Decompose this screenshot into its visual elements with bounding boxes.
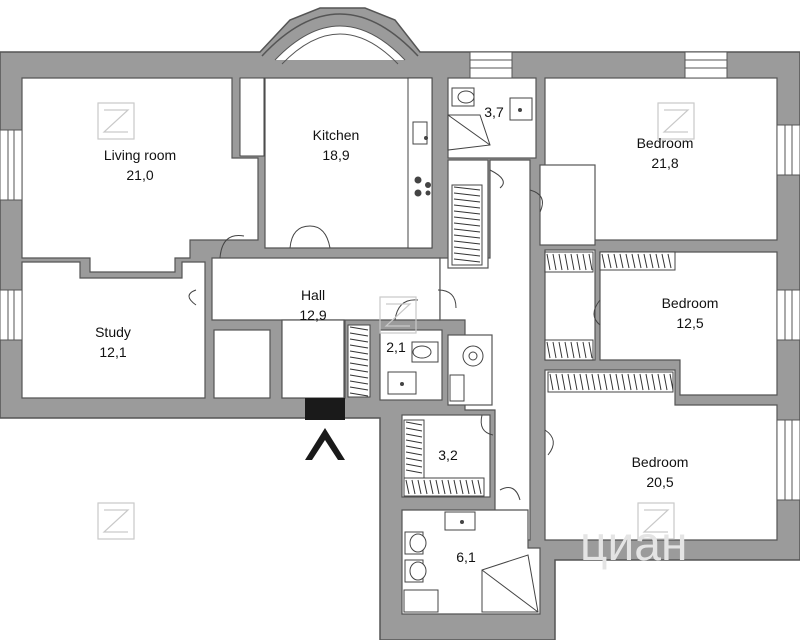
logo-watermark-icon [97, 502, 135, 540]
kitchen-fixtures [239, 77, 433, 249]
kitchen-floor [264, 77, 433, 249]
bedroom-bottom-area: 20,5 [646, 474, 673, 490]
logo-watermark-icon [379, 296, 417, 334]
study-floor [21, 261, 206, 399]
bathtub-icon [403, 589, 439, 613]
living-room-name: Living room [104, 147, 176, 163]
kitchen-name: Kitchen [313, 127, 360, 143]
hall-name: Hall [301, 287, 325, 303]
wardrobe-hall [347, 324, 371, 398]
study-area: 12,1 [99, 344, 126, 360]
bay-window [261, 13, 419, 65]
bath-bottom-fixtures [403, 511, 539, 613]
kitchen-sink-icon [412, 121, 428, 145]
wc-small-fixtures [387, 341, 484, 402]
hall-corridor-floor [281, 319, 345, 399]
bedroom-mid-area: 12,5 [676, 315, 703, 331]
stove-icon [414, 176, 431, 197]
bedroom-top-pocket [539, 164, 596, 246]
room-labels: Living room 21,0 Kitchen 18,9 Study 12,1… [95, 104, 718, 565]
bath-bottom-area: 6,1 [456, 549, 476, 565]
bedroom-bottom-name: Bedroom [632, 454, 689, 470]
storage-floor [213, 329, 271, 399]
watermark: циан [97, 102, 695, 571]
kitchen-area: 18,9 [322, 147, 349, 163]
entrance-arrow-icon [305, 428, 345, 460]
wc-small-area: 2,1 [386, 339, 406, 355]
wardrobes [347, 184, 676, 497]
bedroom-bottom-floor [544, 369, 778, 541]
bedroom-top-name: Bedroom [637, 135, 694, 151]
hall-area: 12,9 [299, 307, 326, 323]
entrance [305, 398, 345, 460]
logo-watermark-icon [97, 102, 135, 140]
living-room-area: 21,0 [126, 167, 153, 183]
entrance-door [305, 398, 345, 420]
study-name: Study [95, 324, 131, 340]
bath-top-fixtures [447, 87, 533, 151]
bath-top-area: 3,7 [484, 104, 504, 120]
shower-icon [481, 554, 539, 613]
logo-watermark-icon [637, 502, 675, 540]
bedroom-mid-floor [599, 251, 778, 396]
bedroom-top-area: 21,8 [651, 155, 678, 171]
closet-area: 3,2 [438, 447, 458, 463]
washbasin-icon [444, 511, 476, 531]
living-room-floor [21, 77, 259, 273]
logo-watermark-icon [657, 102, 695, 140]
wardrobe-bed-bottom [547, 371, 674, 393]
windows [0, 51, 800, 501]
bedroom-mid-name: Bedroom [662, 295, 719, 311]
wardrobe-closet [403, 419, 485, 497]
watermark-text: циан [580, 518, 688, 571]
